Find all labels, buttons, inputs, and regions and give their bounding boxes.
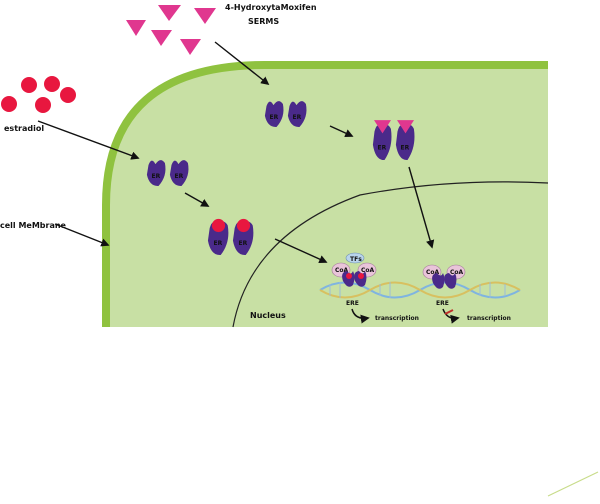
er-label: ER [152, 173, 161, 180]
arrow-serm-to-er [214, 41, 270, 86]
serm-molecules [126, 5, 216, 55]
ere-label: ERE [436, 300, 449, 307]
cytoplasm [103, 62, 548, 327]
estrogen-receptor [372, 124, 392, 161]
er-label: ER [378, 144, 387, 151]
ere-complex-serm: CoA CoA ERE transcription [422, 264, 511, 324]
estrogen-receptor [287, 101, 307, 128]
estradiol-dot [44, 76, 60, 92]
er-dimer-unbound-serm-path: ER ER [264, 101, 307, 128]
estradiol-dot [21, 77, 37, 93]
er-label: ER [293, 114, 302, 121]
arrow-er-to-serm-bound [329, 125, 354, 138]
estradiol-dot [60, 87, 76, 103]
dna-strand-yellow [319, 281, 521, 299]
dna-strand [319, 281, 521, 299]
receptor-small [432, 273, 445, 289]
drug-label: 4-HydroxytaMoxifen [225, 3, 317, 12]
serm-triangle [151, 30, 172, 46]
estradiol-dot [35, 97, 51, 113]
serm-triangle [194, 8, 216, 24]
estradiol-molecules [1, 76, 76, 113]
er-label: ER [214, 240, 223, 247]
cell-membrane-label: cell MeMbrane [0, 221, 67, 230]
arrow-membrane-label [54, 223, 110, 247]
receptor-small [444, 273, 457, 289]
receptor-dimers: ER ER ER ER ER ER ER ER [146, 101, 415, 256]
arrow-er-to-bound [184, 192, 210, 207]
transcription-label: transcription [467, 315, 511, 322]
estradiol-bound [236, 218, 251, 233]
nucleus-label: Nucleus [250, 311, 286, 320]
arrow-serm-complex-to-ere [408, 166, 435, 249]
estradiol-label: estradiol [4, 124, 44, 133]
arrow-estradiol-to-er [37, 120, 140, 160]
er-label: ER [239, 240, 248, 247]
estrogen-receptor [146, 160, 166, 187]
transcription-label: transcription [375, 315, 419, 322]
decorative-line [547, 471, 599, 497]
estradiol-bound [346, 273, 352, 279]
coa-label: CoA [335, 267, 349, 274]
estradiol-bound [211, 218, 226, 233]
arrows [37, 41, 435, 264]
arrow-bound-to-ere [274, 238, 328, 264]
cell-membrane [102, 61, 548, 327]
serm-triangle [126, 20, 146, 36]
serm-bound [374, 120, 391, 134]
transcription-arrow-blocked [442, 308, 460, 324]
transcription-arrow [351, 308, 370, 324]
drug-class-label: SERMS [248, 17, 279, 26]
coa-label: CoA [450, 269, 464, 276]
serm-triangle [180, 39, 201, 55]
er-dimer-estradiol-bound: ER ER [207, 218, 254, 256]
ere-complex-estradiol: TFs CoA CoA ERE transcription [331, 252, 419, 324]
tf-bubble [345, 252, 365, 264]
estrogen-receptor [395, 124, 415, 161]
coa-label: CoA [426, 269, 440, 276]
estrogen-receptor [169, 160, 189, 187]
er-label: ER [401, 144, 410, 151]
tf-label: TFs [350, 256, 362, 263]
ere-label: ERE [346, 300, 359, 307]
estradiol-bound [358, 273, 364, 279]
serm-triangle [158, 5, 181, 21]
serm-bound [397, 120, 414, 134]
estrogen-receptor [264, 101, 284, 128]
nucleus-boundary [232, 181, 549, 328]
er-dimer-serm-bound: ER ER [372, 120, 415, 161]
block-mark [444, 309, 454, 315]
er-dimer-unbound-estradiol-path: ER ER [146, 160, 189, 187]
coa-label: CoA [361, 267, 375, 274]
er-label: ER [175, 173, 184, 180]
estradiol-dot [1, 96, 17, 112]
er-label: ER [270, 114, 279, 121]
